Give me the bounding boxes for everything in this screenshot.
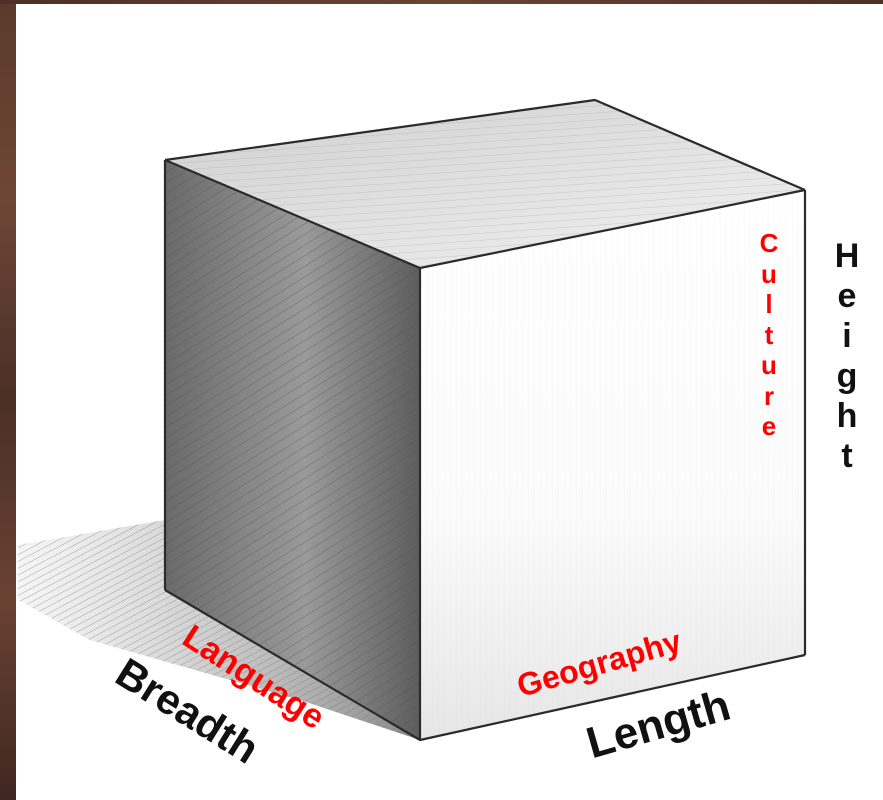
label-letter: H — [832, 236, 862, 276]
label-letter: t — [757, 320, 781, 351]
label-letter: t — [832, 436, 862, 476]
label-letter: r — [757, 381, 781, 412]
label-letter: g — [832, 356, 862, 396]
label-letter: u — [757, 259, 781, 290]
label-letter: u — [757, 350, 781, 381]
label-letter: e — [832, 276, 862, 316]
label-letter: i — [832, 316, 862, 356]
label-letter: l — [757, 289, 781, 320]
label-letter: h — [832, 396, 862, 436]
label-letter: C — [757, 228, 781, 259]
label-letter: e — [757, 411, 781, 442]
